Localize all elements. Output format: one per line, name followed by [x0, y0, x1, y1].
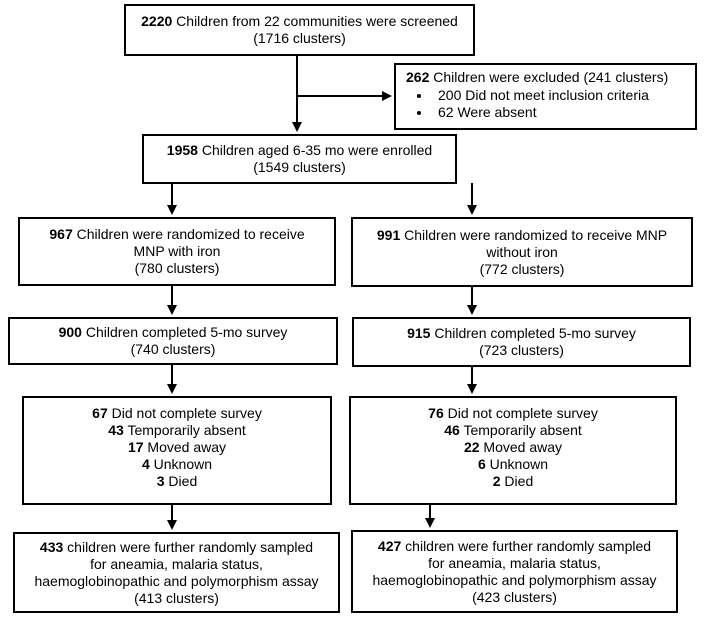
left-lost-label: Died: [164, 473, 198, 489]
excluded-text: Children were excluded (241 clusters): [429, 69, 669, 85]
right-lost-count: 22: [463, 439, 480, 455]
right-randomized-text: Children were randomized to receive MNP: [400, 226, 668, 243]
left-lost-count: 17: [127, 439, 144, 455]
left-lost-label: Temporarily absent: [123, 422, 246, 438]
left-lost-count: 3: [156, 473, 165, 489]
right-sampled-text: children were further randomly sampled: [401, 537, 652, 554]
left-lost-label: Moved away: [143, 439, 227, 455]
right-completed-clusters: (723 clusters): [479, 342, 564, 358]
exclusion-reason-item: 62 Were absent: [432, 104, 695, 121]
enrolled-clusters: (1549 clusters): [253, 159, 346, 175]
screened-text: Children from 22 communities were screen…: [172, 13, 458, 29]
enrolled-box: 1958 Children aged 6-35 mo were enrolled…: [142, 134, 457, 184]
right-lost-label: Temporarily absent: [459, 422, 582, 438]
right-completed-text: Children completed 5-mo survey: [430, 325, 636, 341]
right-lost-count: 6: [477, 456, 486, 472]
screened-clusters: (1716 clusters): [253, 30, 346, 46]
right-sampled-text: haemoglobinopathic and polymorphism assa…: [372, 571, 657, 588]
right-randomized-group: without iron: [486, 243, 558, 260]
left-completed-clusters: (740 clusters): [130, 341, 216, 357]
right-lost-label: Moved away: [479, 439, 563, 455]
right-completed-box: 915 Children completed 5-mo survey (723 …: [352, 317, 691, 367]
left-completed-box: 900 Children completed 5-mo survey (740 …: [8, 317, 338, 365]
screened-box: 2220 Children from 22 communities were s…: [124, 4, 475, 56]
left-randomized-text: Children were randomized to receive: [72, 226, 305, 242]
exclusion-reason-item: 200 Did not meet inclusion criteria: [432, 87, 695, 104]
right-lost-label: Did not complete survey: [443, 405, 598, 421]
right-lost-count: 2: [492, 473, 501, 489]
enrolled-count: 1958: [166, 142, 198, 158]
left-lost-count: 43: [108, 422, 124, 438]
left-lost-label: Unknown: [149, 456, 213, 472]
left-sampled-text: for aneamia, malaria status,: [90, 555, 263, 572]
enrolled-text: Children aged 6-35 mo were enrolled: [197, 142, 433, 158]
left-lost-count: 4: [141, 456, 150, 472]
left-lost-label: Did not complete survey: [107, 405, 262, 421]
right-lost-label: Died: [500, 473, 534, 489]
left-completed-count: 900: [58, 324, 82, 340]
right-randomized-count: 991: [376, 226, 401, 243]
excluded-box: 262 Children were excluded (241 clusters…: [394, 63, 697, 130]
left-randomized-clusters: (780 clusters): [134, 260, 220, 276]
right-sampled-clusters: (423 clusters): [472, 588, 557, 605]
right-lost-count: 76: [428, 405, 444, 421]
right-randomized-box: 991 Children were randomized to receive …: [351, 217, 693, 287]
left-lost-box: 67 Did not complete survey 43 Temporaril…: [22, 396, 332, 505]
left-randomized-count: 967: [49, 226, 73, 242]
right-sampled-text: for aneamia, malaria status,: [428, 554, 601, 571]
exclusion-reasons: 200 Did not meet inclusion criteria 62 W…: [406, 87, 695, 121]
left-randomized-box: 967 Children were randomized to receive …: [18, 217, 336, 286]
left-sampled-clusters: (413 clusters): [134, 589, 219, 606]
right-randomized-clusters: (772 clusters): [479, 260, 565, 277]
right-lost-box: 76 Did not complete survey 46 Temporaril…: [349, 396, 677, 505]
right-completed-count: 915: [407, 325, 431, 341]
left-sampled-text: haemoglobinopathic and polymorphism assa…: [34, 572, 319, 589]
screened-count: 2220: [141, 13, 173, 29]
right-sampled-count: 427: [377, 537, 402, 554]
right-lost-count: 46: [444, 422, 460, 438]
left-sampled-box: 433 children were further randomly sampl…: [13, 532, 340, 613]
left-lost-count: 67: [92, 405, 108, 421]
right-lost-label: Unknown: [485, 456, 549, 472]
left-sampled-text: children were further randomly sampled: [63, 538, 314, 555]
right-sampled-box: 427 children were further randomly sampl…: [351, 530, 678, 613]
left-sampled-count: 433: [39, 538, 64, 555]
left-completed-text: Children completed 5-mo survey: [81, 324, 288, 340]
excluded-count: 262: [406, 69, 430, 85]
left-randomized-group: MNP with iron: [133, 243, 221, 259]
